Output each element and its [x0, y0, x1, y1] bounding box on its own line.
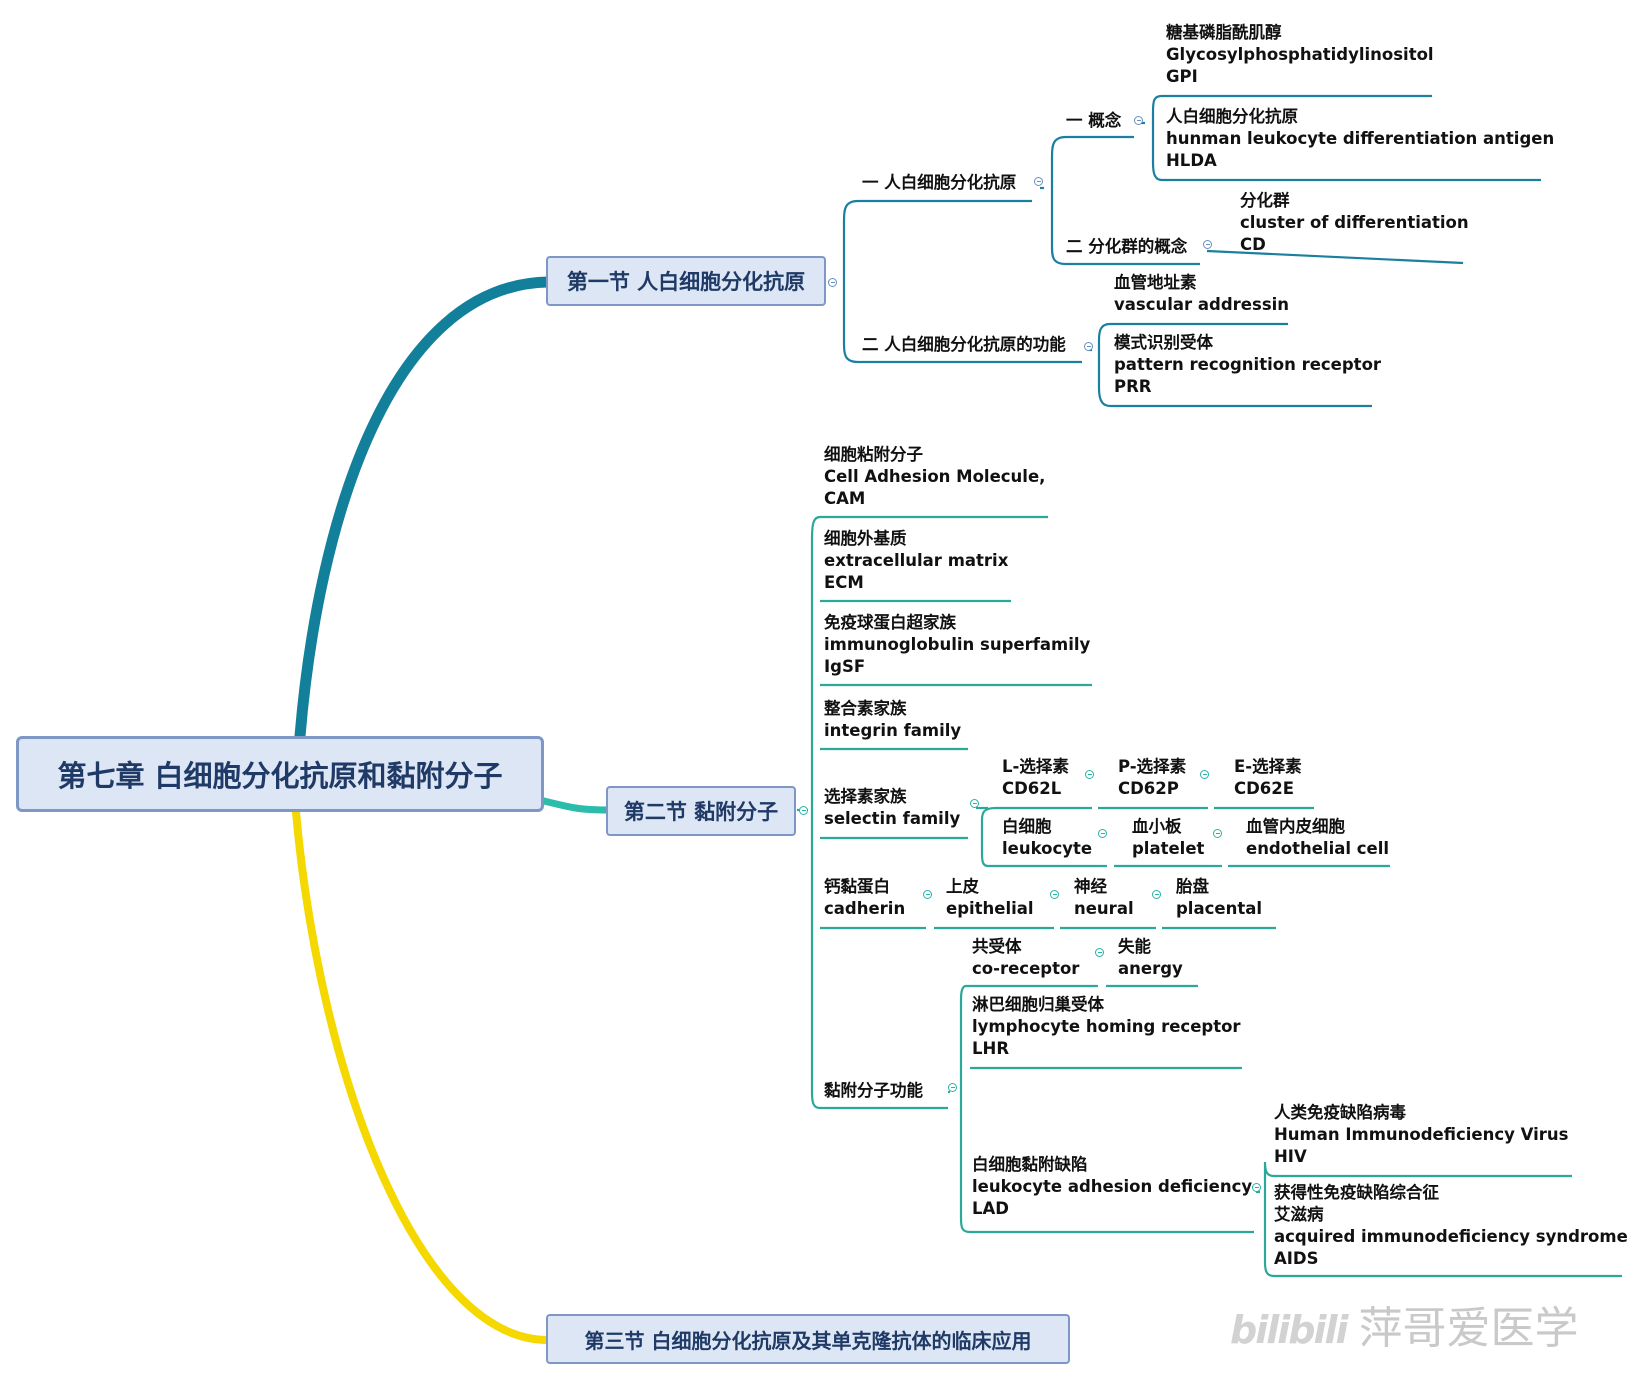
topic-lhr[interactable]: 淋巴细胞归巢受体 lymphocyte homing receptor LHR — [972, 995, 1241, 1058]
topic-prr[interactable]: 模式识别受体 pattern recognition receptor PRR — [1114, 333, 1382, 396]
topic-hiv[interactable]: 人类免疫缺陷病毒 Human Immunodeficiency Virus HI… — [1274, 1103, 1569, 1166]
topic-hlda-function[interactable]: 二 人白细胞分化抗原的功能 — [862, 335, 1066, 354]
topic-cadherin[interactable]: 钙黏蛋白 cadherin — [824, 877, 906, 918]
collapse-icon[interactable] — [1203, 240, 1212, 249]
topic-anergy[interactable]: 失能 anergy — [1118, 937, 1183, 978]
topic-leukocyte[interactable]: 白细胞 leukocyte — [1002, 817, 1093, 858]
collapse-icon[interactable] — [1213, 829, 1222, 838]
topic-p-selectin[interactable]: P-选择素 CD62P — [1118, 757, 1187, 798]
topic-co-receptor[interactable]: 共受体 co-receptor — [972, 937, 1080, 978]
section-2-node[interactable]: 第二节 黏附分子 — [606, 786, 796, 836]
collapse-icon[interactable] — [1152, 890, 1161, 899]
section-2-label: 第二节 黏附分子 — [623, 800, 779, 824]
collapse-icon[interactable] — [1200, 770, 1209, 779]
collapse-icon[interactable] — [923, 890, 932, 899]
collapse-icon[interactable] — [1084, 342, 1093, 351]
topic-cam[interactable]: 细胞粘附分子 Cell Adhesion Molecule, CAM — [824, 445, 1046, 508]
collapse-icon[interactable] — [828, 278, 837, 287]
topic-selectin[interactable]: 选择素家族 selectin family — [824, 787, 961, 828]
topic-concept[interactable]: 一 概念 — [1066, 111, 1122, 130]
topic-adhesion-function[interactable]: 黏附分子功能 — [824, 1081, 923, 1100]
collapse-icon[interactable] — [948, 1083, 957, 1092]
collapse-icon[interactable] — [970, 799, 979, 808]
topic-platelet[interactable]: 血小板 platelet — [1132, 817, 1205, 858]
topic-cd-concept[interactable]: 二 分化群的概念 — [1066, 237, 1188, 256]
topic-e-selectin[interactable]: E-选择素 CD62E — [1234, 757, 1302, 798]
collapse-icon[interactable] — [1085, 770, 1094, 779]
topic-integrin[interactable]: 整合素家族 integrin family — [824, 699, 962, 740]
topic-l-selectin[interactable]: L-选择素 CD62L — [1002, 757, 1069, 798]
collapse-icon[interactable] — [1134, 116, 1143, 125]
branch-section-2 — [536, 796, 612, 814]
collapse-icon[interactable] — [799, 806, 808, 815]
section-3-label: 第三节 白细胞分化抗原及其单克隆抗体的临床应用 — [584, 1328, 1032, 1353]
section-1-node[interactable]: 第一节 人白细胞分化抗原 — [546, 256, 826, 306]
collapse-icon[interactable] — [1095, 948, 1104, 957]
watermark-text: 萍哥爱医学 — [1358, 1303, 1579, 1354]
topic-neural[interactable]: 神经 neural — [1074, 877, 1134, 918]
collapse-icon[interactable] — [1050, 890, 1059, 899]
branch-section-3 — [292, 808, 552, 1344]
root-label: 第七章 白细胞分化抗原和黏附分子 — [57, 759, 503, 793]
topic-hlda[interactable]: 人白细胞分化抗原 hunman leukocyte differentiatio… — [1166, 107, 1555, 170]
topic-aids[interactable]: 获得性免疫缺陷综合征 艾滋病 acquired immunodeficiency… — [1274, 1183, 1628, 1268]
topic-igsf[interactable]: 免疫球蛋白超家族 immunoglobulin superfamily IgSF — [824, 613, 1091, 676]
topic-vascular-addressin[interactable]: 血管地址素 vascular addressin — [1114, 273, 1290, 314]
topic-endothelial[interactable]: 血管内皮细胞 endothelial cell — [1246, 817, 1390, 858]
topic-cd[interactable]: 分化群 cluster of differentiation CD — [1240, 191, 1469, 254]
section-1-label: 第一节 人白细胞分化抗原 — [566, 270, 806, 294]
root-node[interactable]: 第七章 白细胞分化抗原和黏附分子 — [16, 736, 544, 812]
topic-ecm[interactable]: 细胞外基质 extracellular matrix ECM — [824, 529, 1009, 592]
bilibili-logo: bilibili — [1230, 1308, 1349, 1352]
topic-epithelial[interactable]: 上皮 epithelial — [946, 877, 1034, 918]
branch-section-1 — [294, 276, 554, 742]
topic-gpi[interactable]: 糖基磷脂酰肌醇 Glycosylphosphatidylinositol GPI — [1166, 23, 1434, 86]
collapse-icon[interactable] — [1098, 829, 1107, 838]
topic-lad[interactable]: 白细胞黏附缺陷 leukocyte adhesion deficiency LA… — [972, 1155, 1253, 1218]
section-3-node[interactable]: 第三节 白细胞分化抗原及其单克隆抗体的临床应用 — [546, 1314, 1070, 1364]
collapse-icon[interactable] — [1252, 1183, 1261, 1192]
collapse-icon[interactable] — [1034, 177, 1043, 186]
topic-placental[interactable]: 胎盘 placental — [1176, 877, 1262, 918]
topic-hlda-intro[interactable]: 一 人白细胞分化抗原 — [862, 173, 1017, 192]
